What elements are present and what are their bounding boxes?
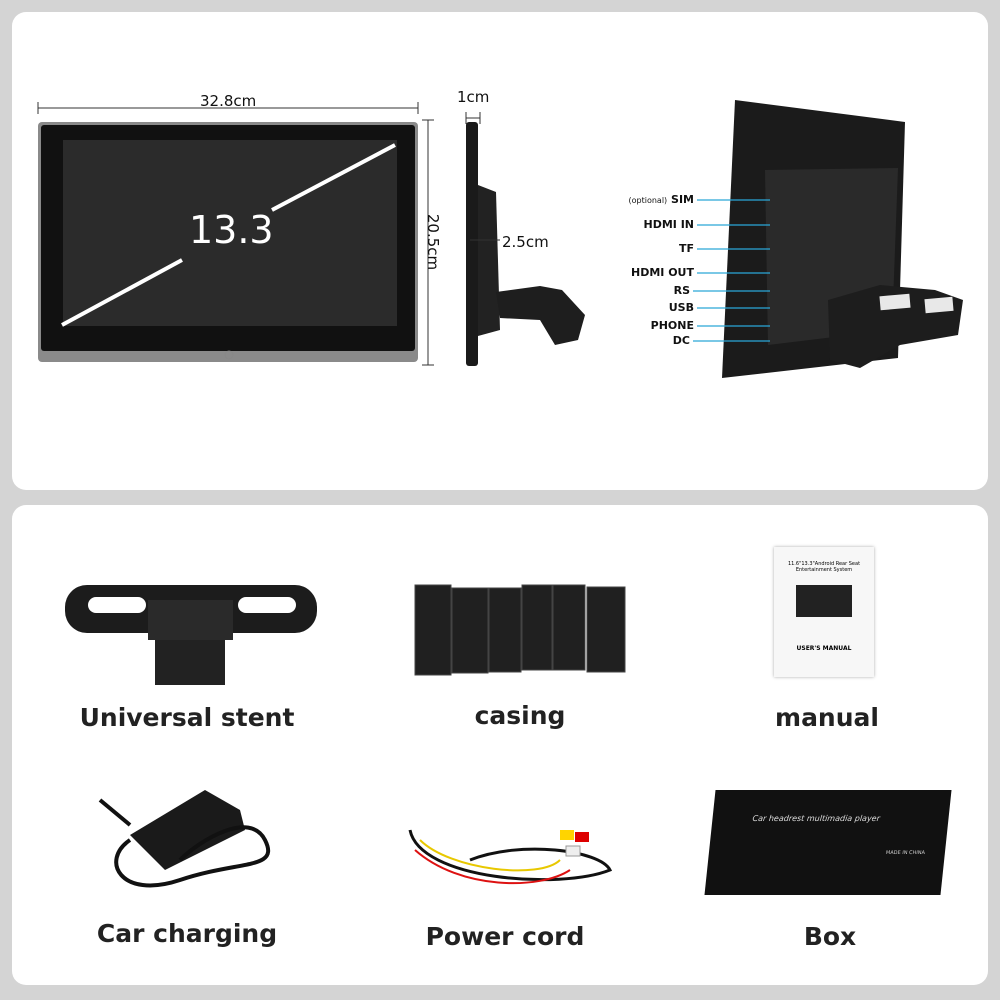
label-universal-stent: Universal stent [79, 703, 295, 732]
port-hdmi-in: HDMI IN [643, 218, 694, 231]
port-sim: (optional) SIM [628, 193, 694, 206]
bracket-depth-label: 2.5cm [502, 233, 549, 251]
label-casing: casing [474, 701, 566, 730]
port-phone: PHONE [650, 319, 694, 332]
manual-footer: USER'S MANUAL [796, 645, 852, 652]
port-usb: USB [668, 301, 694, 314]
port-hdmi-out: HDMI OUT [631, 266, 694, 279]
width-label: 32.8cm [200, 92, 257, 110]
screen-size-label: 13.3 [189, 208, 274, 252]
port-rs: RS [673, 284, 690, 297]
thickness-label: 1cm [457, 88, 490, 106]
manual-cover-screen [796, 585, 852, 617]
port-tf: TF [678, 242, 694, 255]
box-origin: MADE IN CHINA [885, 850, 926, 856]
label-box: Box [803, 922, 857, 951]
manual-image: 11.6"13.3"Android Rear Seat Entertainmen… [774, 547, 874, 677]
label-power-cord: Power cord [425, 922, 585, 951]
port-dc: DC [672, 334, 690, 347]
box-title: Car headrest multimadia player [752, 814, 881, 823]
manual-title: 11.6"13.3"Android Rear Seat Entertainmen… [787, 561, 861, 573]
box-image: Car headrest multimadia player MADE IN C… [704, 790, 952, 895]
label-manual: manual [775, 703, 879, 732]
label-car-charging: Car charging [96, 919, 278, 948]
